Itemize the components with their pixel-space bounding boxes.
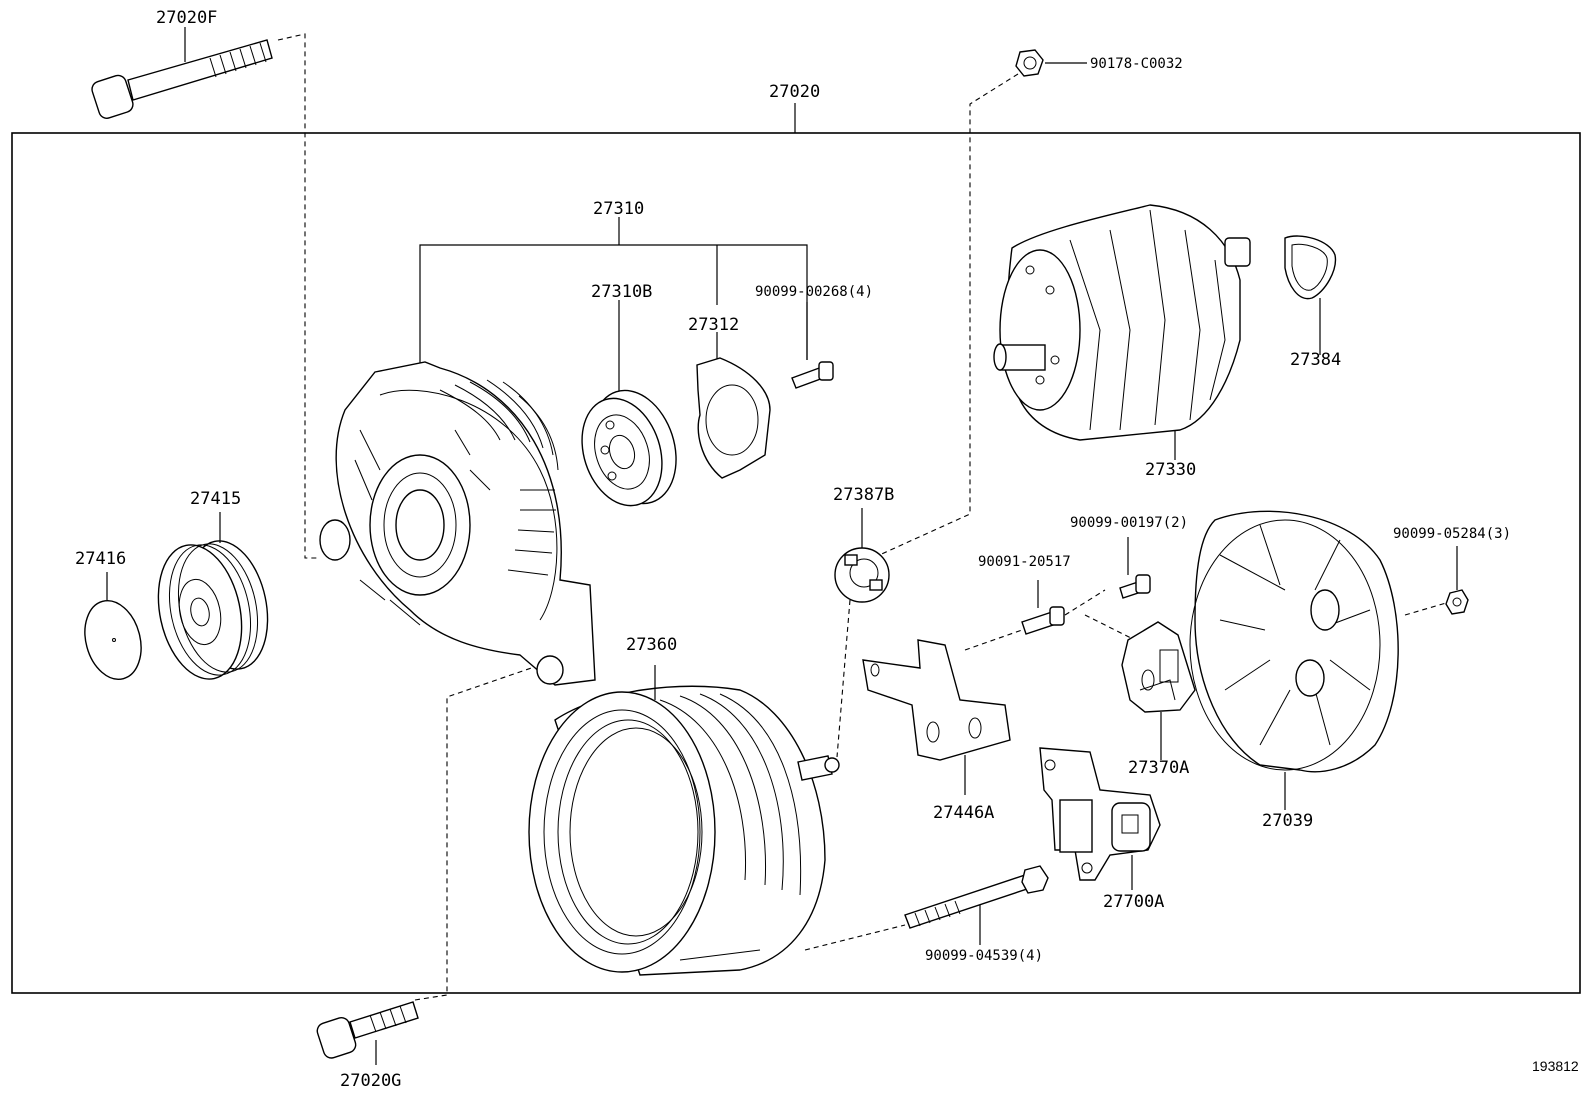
label-bolt-bottom: 27020G <box>340 1071 401 1091</box>
label-rotor: 27330 <box>1145 460 1196 480</box>
pulley-drawing <box>157 540 269 680</box>
retainer-screw-drawing <box>791 361 834 389</box>
label-bearing: 27310B <box>591 282 652 302</box>
plate-drawing <box>862 639 1011 761</box>
bearing-drawing <box>581 389 677 507</box>
stator-drawing <box>528 685 840 976</box>
nut-top-drawing <box>1015 49 1044 77</box>
label-stud-bolt: 90091-20517 <box>978 554 1071 570</box>
rotor-drawing <box>993 204 1251 441</box>
ring-drawing <box>1284 235 1337 300</box>
label-brush-screw: 90099-00197(2) <box>1070 515 1188 531</box>
brush-screw-drawing <box>1119 574 1151 599</box>
bolt-top-drawing <box>91 39 273 119</box>
retainer-plate-drawing <box>696 357 771 479</box>
label-frame: 27310 <box>593 199 644 219</box>
brush-holder-drawing <box>1121 621 1196 713</box>
label-assembly: 27020 <box>769 82 820 102</box>
regulator-drawing <box>1039 747 1161 881</box>
through-bolt-drawing <box>904 865 1049 929</box>
rear-cover-drawing <box>1189 510 1399 773</box>
label-retainer-screw: 90099-00268(4) <box>755 284 873 300</box>
pulley-cap-drawing <box>84 600 142 680</box>
label-pulley: 27415 <box>190 489 241 509</box>
label-regulator: 27700A <box>1103 892 1164 912</box>
rear-nut-drawing <box>1445 589 1469 615</box>
label-through-bolt: 90099-04539(4) <box>925 948 1043 964</box>
figure-id: 193812 <box>1532 1058 1579 1074</box>
insulator-drawing <box>834 547 890 603</box>
label-nut-top: 90178-C0032 <box>1090 56 1183 72</box>
label-brush-holder: 27370A <box>1128 758 1189 778</box>
assembly-frame <box>11 132 1581 994</box>
label-insulator: 27387B <box>833 485 894 505</box>
stud-bolt-drawing <box>1021 606 1065 635</box>
label-pulley-cap: 27416 <box>75 549 126 569</box>
drive-end-frame-drawing <box>319 361 596 686</box>
label-plate: 27446A <box>933 803 994 823</box>
label-retainer: 27312 <box>688 315 739 335</box>
label-bolt-top: 27020F <box>156 8 217 28</box>
label-ring: 27384 <box>1290 350 1341 370</box>
bolt-bottom-drawing <box>316 1001 419 1059</box>
label-rear-nut: 90099-05284(3) <box>1393 526 1511 542</box>
label-rear-cover: 27039 <box>1262 811 1313 831</box>
label-stator: 27360 <box>626 635 677 655</box>
